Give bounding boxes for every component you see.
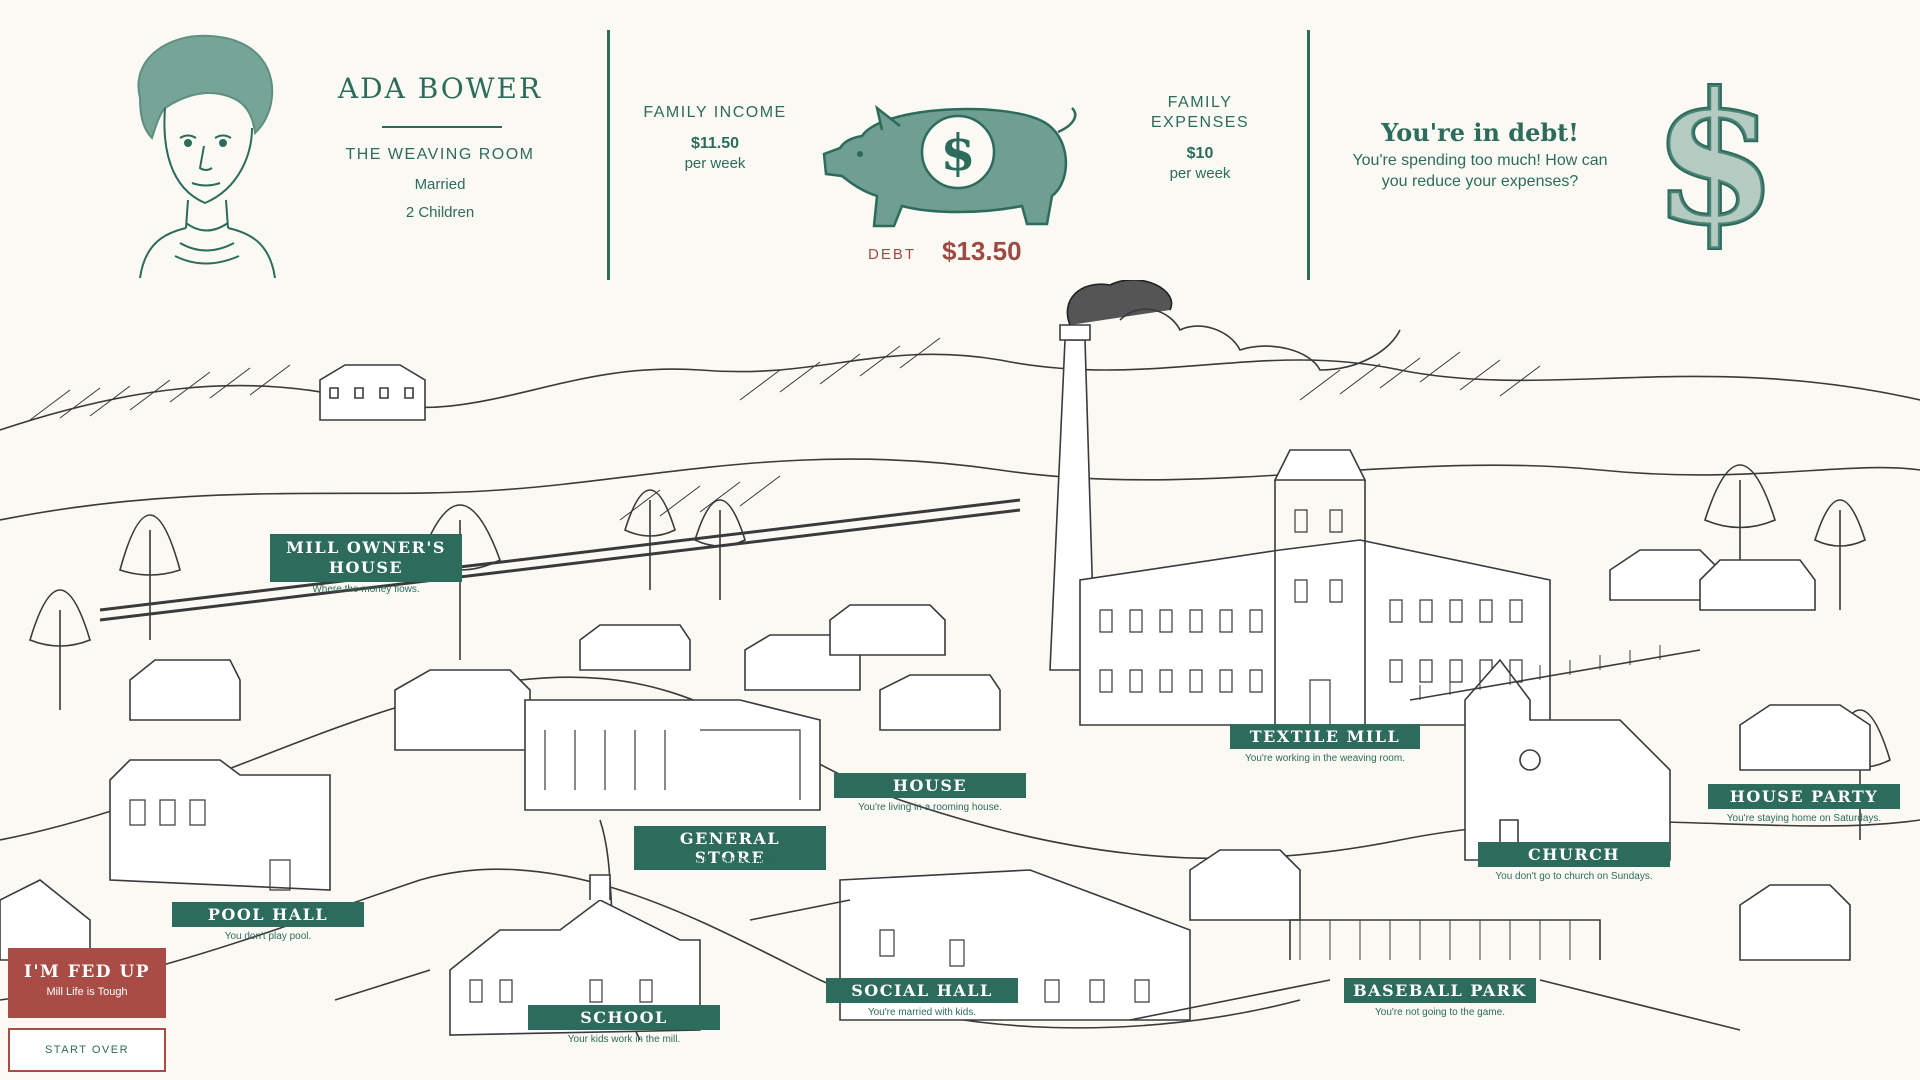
location-status: You don't go to church on Sundays. xyxy=(1495,871,1653,882)
location-status: You're working in the weaving room. xyxy=(1245,753,1405,764)
header-panel: ADA BOWER THE WEAVING ROOM Married 2 Chi… xyxy=(0,0,1920,290)
debt-label: DEBT xyxy=(868,246,917,263)
location-baseball-park[interactable]: BASEBALL PARK xyxy=(1344,978,1536,1003)
location-house-party[interactable]: HOUSE PARTY xyxy=(1708,784,1900,809)
character-workplace: THE WEAVING ROOM xyxy=(345,146,535,163)
dollar-sign-icon: $ $ xyxy=(1655,60,1775,250)
location-status: Your kids work in the mill. xyxy=(567,1034,681,1045)
location-label-line2: HOUSE xyxy=(328,558,404,577)
location-church[interactable]: CHURCH xyxy=(1478,842,1670,867)
income-unit: per week xyxy=(684,155,746,172)
woman-portrait-icon xyxy=(137,34,276,279)
character-marital-status: Married xyxy=(414,176,466,193)
debt-value: $13.50 xyxy=(942,236,1022,266)
fed-up-subtitle: Mill Life is Tough xyxy=(46,986,128,998)
income-label: FAMILY INCOME xyxy=(643,104,787,121)
location-social-hall[interactable]: SOCIAL HALL xyxy=(826,978,1018,1003)
income-value: $11.50 xyxy=(690,135,740,152)
expenses-value: $10 xyxy=(1186,145,1214,162)
location-status: You're not going to the game. xyxy=(1375,1007,1505,1018)
location-house[interactable]: HOUSE xyxy=(834,773,1026,798)
character-children: 2 Children xyxy=(405,204,475,221)
svg-text:$: $ xyxy=(1655,60,1775,250)
location-status: You're married with kids. xyxy=(867,1007,977,1018)
location-status: You're staying home on Saturdays. xyxy=(1726,813,1882,824)
location-status: You're eating simply. xyxy=(684,855,776,866)
fed-up-button[interactable]: I'M FED UP Mill Life is Tough xyxy=(8,948,166,1018)
svg-text:$: $ xyxy=(941,123,976,182)
location-status: You're living in a rooming house. xyxy=(858,802,1002,813)
location-pool-hall[interactable]: POOL HALL xyxy=(172,902,364,927)
location-status: Where the money flows. xyxy=(312,584,420,595)
expenses-label-line1: FAMILY xyxy=(1167,94,1233,111)
expenses-unit: per week xyxy=(1169,165,1231,182)
start-over-button[interactable]: START OVER xyxy=(8,1028,166,1072)
character-name: ADA BOWER xyxy=(337,72,543,105)
header-divider-left xyxy=(607,30,610,280)
location-textile-mill[interactable]: TEXTILE MILL xyxy=(1230,724,1420,749)
fed-up-title: I'M FED UP xyxy=(23,962,151,982)
location-label-line1: MILL OWNER'S xyxy=(286,538,446,557)
location-general-store[interactable]: GENERAL STORE xyxy=(634,826,826,870)
debt-message-title: You're in debt! xyxy=(1381,118,1579,147)
header-divider-right xyxy=(1307,30,1310,280)
location-mill-owners-house[interactable]: MILL OWNER'S HOUSE xyxy=(270,534,462,582)
debt-message-body: You're spending too much! How can you re… xyxy=(1352,152,1608,190)
location-school[interactable]: SCHOOL xyxy=(528,1005,720,1030)
expenses-label-line2: EXPENSES xyxy=(1150,114,1250,131)
location-status: You don't play pool. xyxy=(224,931,312,942)
mill-town-map xyxy=(0,280,1920,1041)
name-divider xyxy=(382,126,502,128)
svg-text:$: $ xyxy=(1655,60,1775,250)
piggy-bank-icon: $ xyxy=(822,104,1077,228)
